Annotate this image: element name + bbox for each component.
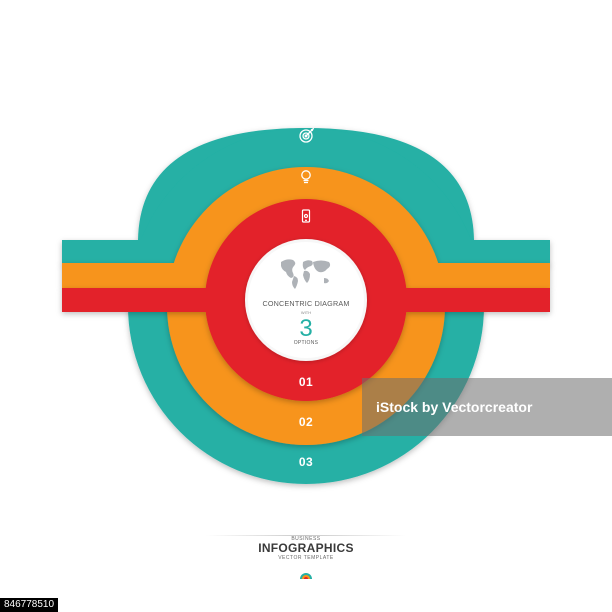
world-map-icon <box>281 259 331 289</box>
center-disc <box>245 239 367 361</box>
footer-divider <box>206 535 406 536</box>
image-id-label: 846778510 <box>0 598 59 612</box>
footer-subtitle: VECTOR TEMPLATE <box>278 555 334 561</box>
footer-logo-icon <box>300 573 312 579</box>
center-options: OPTIONS <box>294 340 319 346</box>
smartphone-icon <box>301 209 311 223</box>
ring-03-number: 03 <box>299 455 313 469</box>
target-icon <box>299 127 315 143</box>
footer-block: BUSINESS INFOGRAPHICS VECTOR TEMPLATE <box>0 536 612 561</box>
center-title: CONCENTRIC DIAGRAM <box>262 299 349 308</box>
ring-01-number: 01 <box>299 375 313 389</box>
footer-title: INFOGRAPHICS <box>258 541 354 555</box>
watermark-banner: iStock by Vectorcreator <box>362 378 612 436</box>
ring-02-number: 02 <box>299 415 313 429</box>
center-with-label: WITH <box>301 310 311 315</box>
lightbulb-icon <box>301 170 311 184</box>
center-count: 3 <box>299 315 312 342</box>
footer-business: BUSINESS <box>291 536 321 542</box>
watermark-text: iStock by Vectorcreator <box>376 399 533 415</box>
